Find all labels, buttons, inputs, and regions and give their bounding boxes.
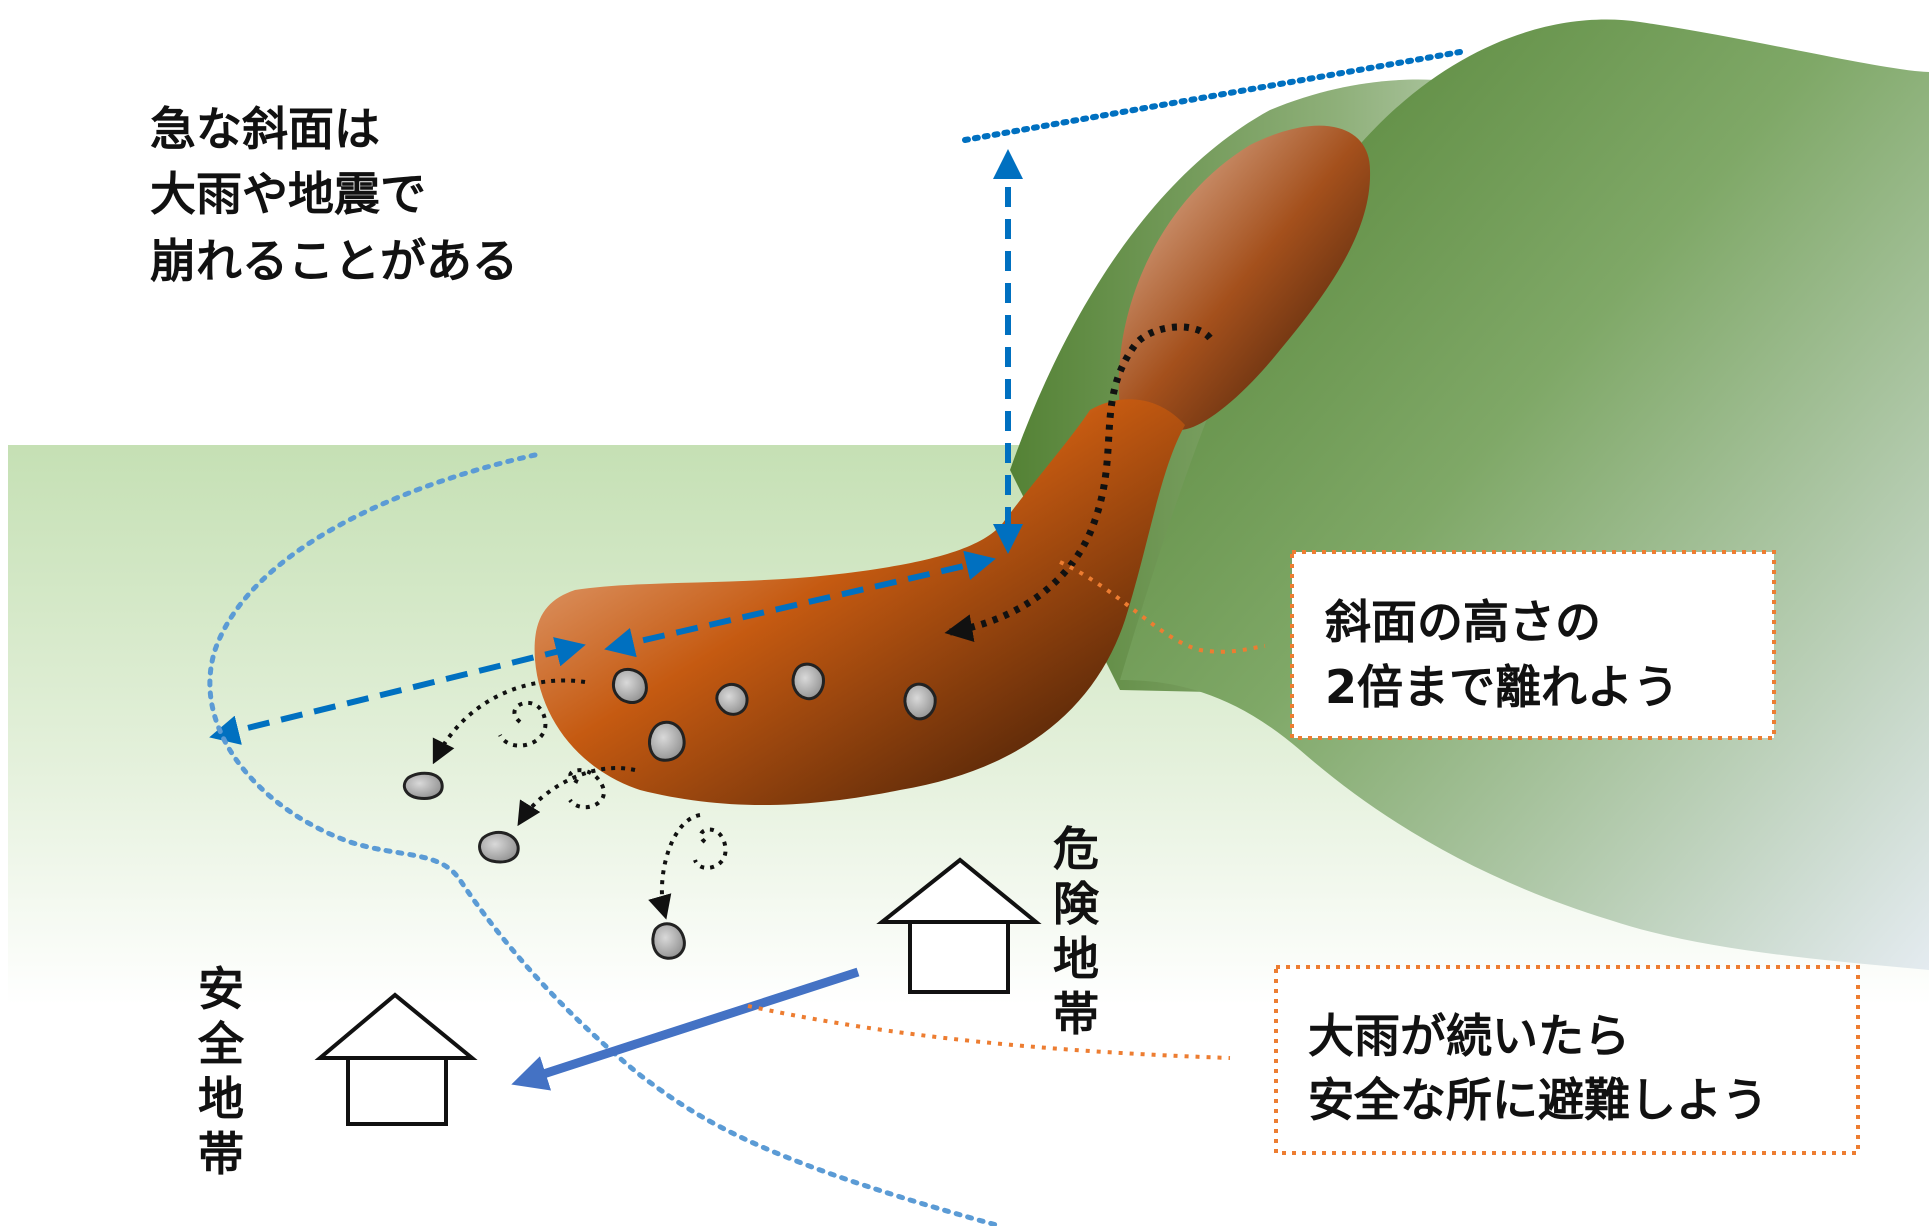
house-in-danger-zone: [876, 857, 1042, 994]
rock: [791, 662, 825, 701]
rolling-path: [517, 766, 636, 827]
distance-arrow-lower: [209, 637, 586, 745]
callout-line: 安全な所に避難しよう: [1308, 1073, 1768, 1127]
danger-zone-boundary: [207, 452, 1003, 1226]
heading: 急な斜面は 大雨や地震で 崩れることがある: [150, 102, 518, 288]
house-in-safe-zone: [314, 992, 478, 1126]
zone-char: 険: [1053, 877, 1100, 931]
rolling-path: [498, 700, 548, 748]
danger-zone-label: 危 険 地 帯: [1053, 822, 1100, 1041]
rolling-path: [432, 678, 586, 765]
house-body: [346, 1056, 448, 1126]
rock: [478, 830, 520, 864]
zone-char: 地: [198, 1072, 244, 1126]
distance-callout-box: [1290, 550, 1776, 740]
zone-char: 全: [197, 1017, 245, 1071]
safe-zone-label: 安 全 地 帯: [197, 962, 245, 1181]
rolling-path: [648, 813, 701, 920]
rock: [612, 668, 648, 705]
distance-callout: 斜面の高さの 2倍まで離れよう: [1325, 595, 1679, 714]
zone-char: 安: [198, 962, 244, 1016]
zone-char: 危: [1053, 822, 1099, 876]
slope-top-reference-line: [962, 49, 1463, 143]
house-body: [908, 920, 1010, 994]
rock: [648, 720, 686, 762]
rock: [903, 682, 937, 721]
rolling-debris-paths: [432, 678, 728, 920]
zone-char: 地: [1053, 932, 1099, 986]
rock: [402, 771, 444, 800]
callout-line: 2倍まで離れよう: [1325, 660, 1679, 714]
evacuate-callout-box: [1274, 965, 1860, 1155]
evacuate-callout-leader: [747, 1004, 1231, 1060]
rocks: [402, 662, 937, 960]
evacuate-callout: 大雨が続いたら 安全な所に避難しよう: [1308, 1009, 1768, 1127]
heading-line: 大雨や地震で: [150, 167, 426, 221]
heading-line: 崩れることがある: [150, 234, 518, 288]
rolling-path: [693, 827, 728, 870]
rock: [651, 922, 686, 960]
zone-char: 帯: [1053, 987, 1099, 1041]
distance-callout-leader: [1059, 560, 1266, 654]
distance-arrow-upper: [604, 550, 996, 658]
callout-line: 斜面の高さの: [1325, 595, 1601, 649]
landslide-upper: [1118, 125, 1371, 431]
zone-char: 帯: [198, 1127, 244, 1181]
evacuation-arrow: [511, 967, 860, 1091]
rock: [715, 682, 749, 716]
heading-line: 急な斜面は: [150, 102, 380, 156]
rolling-path: [568, 768, 606, 810]
callout-line: 大雨が続いたら: [1308, 1009, 1630, 1063]
